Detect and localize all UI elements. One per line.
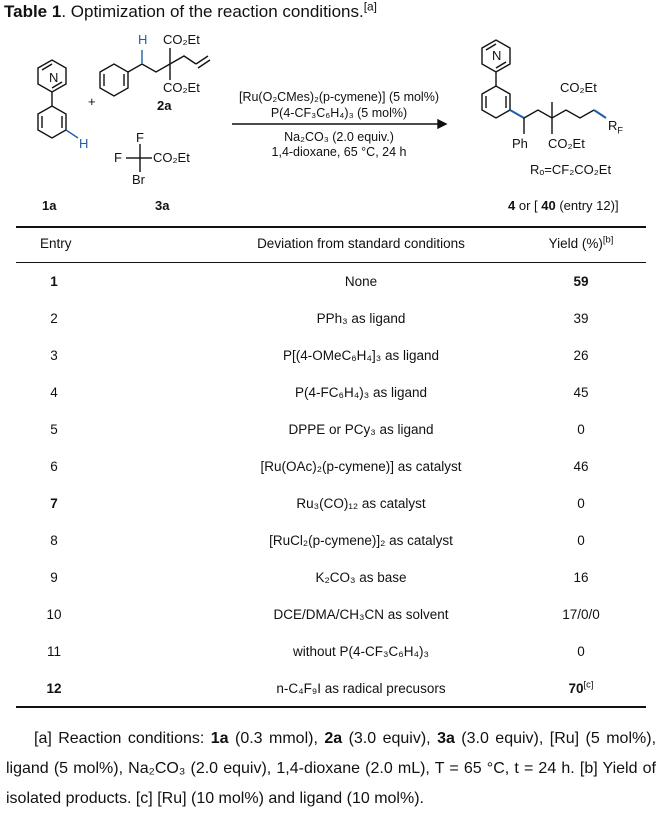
condition-solvent: 1,4-dioxane, 65 °C, 24 h (271, 145, 407, 159)
1a-nitrogen-atom: N (49, 70, 59, 85)
table-row: 10 DCE/DMA/CH₃CN as solvent 17/0/0 (0, 601, 660, 629)
product-phenyl-group: Ph (512, 136, 528, 151)
cell-deviation: DCE/DMA/CH₃CN as solvent (273, 607, 449, 622)
cell-yield: 16 (573, 570, 589, 585)
cell-entry: 8 (50, 533, 58, 548)
condition-ligand: P(4-CF₃C₆H₄)₃ (5 mol%) (270, 106, 408, 120)
cell-deviation: n-C₄F₉I as radical precusors (276, 681, 446, 696)
cell-deviation: None (344, 274, 378, 289)
table-row: 7 Ru₃(CO)₁₂ as catalyst 0 (0, 490, 660, 518)
cell-entry: 5 (50, 422, 58, 437)
cell-deviation: Ru₃(CO)₁₂ as catalyst (296, 496, 426, 511)
cell-entry: 11 (46, 644, 61, 659)
cell-yield: 46 (573, 459, 589, 474)
cell-yield: 26 (573, 348, 589, 363)
table-bottom-rule (16, 706, 646, 708)
cell-deviation: P[(4-OMeC₆H₄]₃ as ligand (282, 348, 439, 363)
condition-catalyst: [Ru(O₂CMes)₂(p-cymene)] (5 mol%) (238, 90, 439, 104)
cell-yield: 17/0/0 (562, 607, 600, 622)
rf-definition: Rₒ=CF₂CO₂Et (530, 162, 612, 177)
product-pyridine-ring (481, 39, 511, 73)
table-label: Table 1 (4, 2, 62, 21)
cell-yield: 45 (573, 385, 589, 400)
header-deviation: Deviation from standard conditions (257, 236, 465, 251)
cell-yield: 0 (577, 496, 585, 511)
2a-ester-top: CO₂Et (163, 32, 200, 47)
header-entry: Entry (40, 236, 72, 251)
product-nitrogen-atom: N (492, 48, 502, 63)
table-row: 5 DPPE or PCy₃ as ligand 0 (0, 416, 660, 444)
cell-deviation: DPPE or PCy₃ as ligand (288, 422, 434, 437)
cell-entry: 7 (50, 496, 58, 511)
table-row: 9 K₂CO₃ as base 16 (0, 564, 660, 592)
table-top-rule (16, 226, 646, 228)
table-row: 6 [Ru(OAc)₂(p-cymene)] as catalyst 46 (0, 453, 660, 481)
cell-deviation: PPh₃ as ligand (316, 311, 406, 326)
table-caption: Table 1. Optimization of the reaction co… (4, 0, 377, 22)
label-2a: 2a (157, 98, 172, 113)
3a-fluorine-top: F (136, 130, 144, 145)
table-row: 12 n-C₄F₉I as radical precusors 70[c] (0, 675, 660, 703)
cell-entry: 9 (50, 570, 58, 585)
table-row: 1 None 59 (0, 268, 660, 296)
cell-yield: 39 (573, 311, 589, 326)
cell-yield: 59 (573, 274, 589, 289)
cell-deviation: [Ru(OAc)₂(p-cymene)] as catalyst (260, 459, 462, 474)
product-ester-bottom: CO₂Et (548, 136, 585, 151)
table-row: 11 without P(4-CF₃C₆H₄)₃ 0 (0, 638, 660, 666)
caption-text: . Optimization of the reaction condition… (61, 2, 364, 21)
3a-fluorine-left: F (114, 150, 122, 165)
3a-bromine-atom: Br (132, 172, 145, 187)
cell-yield: 70[c] (568, 679, 594, 696)
label-3a: 3a (155, 198, 170, 213)
cell-entry: 2 (50, 311, 58, 326)
table-row: 8 [RuCl₂(p-cymene)]₂ as catalyst 0 (0, 527, 660, 555)
2a-ester-bottom: CO₂Et (163, 80, 200, 95)
cell-yield: 0 (577, 422, 585, 437)
label-1a: 1a (42, 198, 57, 213)
product-ester-top: CO₂Et (560, 80, 597, 95)
plus-sign: + (88, 94, 96, 109)
product-rf-group: RF (608, 118, 623, 136)
header-yield: Yield (%)[b] (548, 234, 614, 251)
cell-entry: 1 (50, 274, 58, 289)
cell-yield: 0 (577, 644, 585, 659)
condition-base: Na₂CO₃ (2.0 equiv.) (284, 130, 394, 144)
2a-hydrogen-atom: H (138, 32, 148, 47)
table-row: 4 P(4-FC₆H₄)₃ as ligand 45 (0, 379, 660, 407)
cell-entry: 4 (50, 385, 58, 400)
cell-deviation: K₂CO₃ as base (315, 570, 407, 585)
3a-ester: CO₂Et (153, 150, 190, 165)
reaction-scheme: N H 1a + H CO₂Et CO₂Et 2a F F CO₂Et Br 3… (0, 26, 660, 222)
2a-phenyl-ring (99, 63, 129, 97)
cell-deviation: [RuCl₂(p-cymene)]₂ as catalyst (269, 533, 453, 548)
cell-entry: 12 (46, 681, 62, 696)
cell-entry: 6 (50, 459, 58, 474)
table-footnote: [a] Reaction conditions: 1a (0.3 mmol), … (6, 730, 657, 807)
cell-entry: 3 (50, 348, 58, 363)
cell-deviation: P(4-FC₆H₄)₃ as ligand (295, 385, 427, 400)
caption-footnote-ref: [a] (363, 0, 377, 14)
cell-yield: 0 (577, 533, 585, 548)
table-row: 2 PPh₃ as ligand 39 (0, 305, 660, 333)
cell-deviation: without P(4-CF₃C₆H₄)₃ (293, 644, 429, 659)
table-header-rule (16, 262, 646, 263)
1a-hydrogen-atom: H (79, 136, 89, 151)
cell-entry: 10 (46, 607, 62, 622)
table-row: 3 P[(4-OMeC₆H₄]₃ as ligand 26 (0, 342, 660, 370)
scheme-drawing (37, 39, 607, 172)
product-label: 4 or [ 40 (entry 12)] (508, 198, 619, 213)
1a-pyridine-ring (37, 59, 67, 93)
